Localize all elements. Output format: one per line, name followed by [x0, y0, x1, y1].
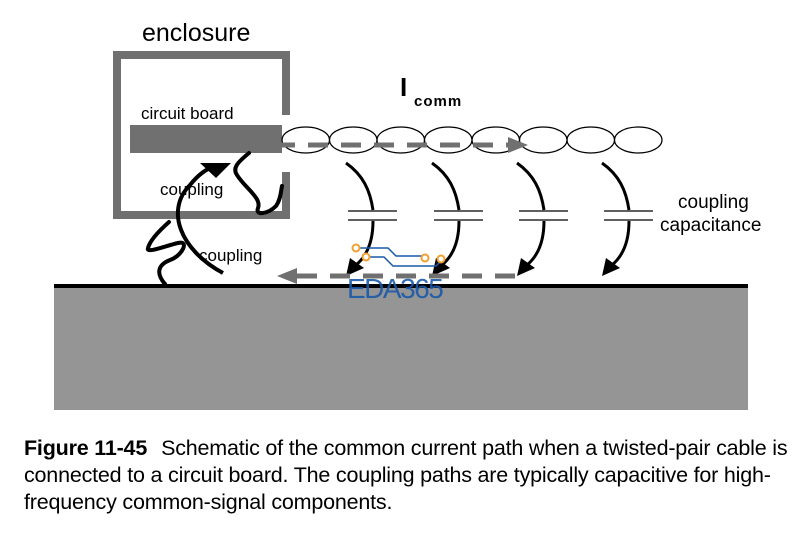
current-symbol: I: [400, 72, 407, 102]
capacitor-lead-top: [431, 161, 461, 211]
coupling-capacitor: [345, 161, 397, 276]
cable-twist: [328, 126, 378, 154]
eda365-watermark: EDA365: [347, 243, 446, 304]
enclosure-left-wall: [113, 51, 121, 219]
coupling-capacitance-label-line2: capacitance: [660, 215, 761, 236]
capacitor-lead-bottom: [611, 220, 631, 267]
twisted-pair-common-current-diagram: enclosure circuit board I comm coupling …: [54, 19, 761, 410]
inner-coupling-wavy-line: [233, 151, 284, 215]
capacitor-lead-bottom: [355, 220, 375, 267]
ground-plane: [54, 288, 748, 410]
current-label: I: [400, 72, 407, 102]
watermark-text: EDA365: [347, 273, 443, 304]
return-current-arrow: [277, 268, 520, 284]
circuit-board-label: circuit board: [141, 104, 234, 123]
caption-text: Schematic of the common current path whe…: [24, 436, 788, 514]
coupling-curved-arrowhead: [200, 163, 231, 178]
coupling-capacitance-label-line1: coupling: [678, 192, 749, 213]
capacitor-arrowhead: [432, 258, 450, 276]
outer-coupling-wavy-line: [146, 220, 186, 286]
twisted-pair-cable: [281, 126, 663, 154]
inner-coupling-label: coupling: [160, 180, 223, 199]
common-current-forward-arrow: [275, 137, 528, 153]
cable-twist: [423, 126, 473, 154]
current-subscript: comm: [414, 93, 462, 110]
capacitor-lead-top: [601, 161, 631, 211]
enclosure-top-wall: [113, 51, 290, 59]
capacitor-arrowhead: [517, 258, 535, 276]
cable-twist: [566, 126, 616, 154]
circuit-board: [130, 125, 282, 153]
capacitor-arrowhead: [346, 258, 364, 276]
outer-coupling-label: coupling: [199, 246, 262, 265]
capacitor-lead-top: [516, 161, 546, 211]
enclosure-label: enclosure: [142, 19, 250, 47]
coupling-curved-arrow: [175, 164, 224, 275]
capacitor-lead-bottom: [441, 220, 461, 267]
enclosure-right-wall-upper: [282, 51, 290, 115]
ground-plane-edge: [54, 284, 748, 288]
coupling-capacitor: [431, 161, 483, 276]
capacitor-arrowhead: [602, 258, 620, 276]
cable-twist: [613, 126, 663, 154]
coupling-capacitor: [601, 161, 653, 276]
enclosure: [113, 51, 290, 219]
cable-twist: [376, 126, 426, 154]
capacitor-lead-bottom: [526, 220, 546, 267]
enclosure-bottom-wall: [113, 211, 290, 219]
coupling-capacitors: [345, 161, 653, 276]
enclosure-right-wall-lower: [282, 172, 290, 219]
capacitor-lead-top: [345, 161, 375, 211]
coupling-capacitor: [516, 161, 568, 276]
figure-number: Figure 11-45: [24, 436, 148, 460]
cable-twist: [518, 126, 568, 154]
watermark-trace-icon: [351, 243, 446, 267]
cable-twist: [281, 126, 331, 154]
